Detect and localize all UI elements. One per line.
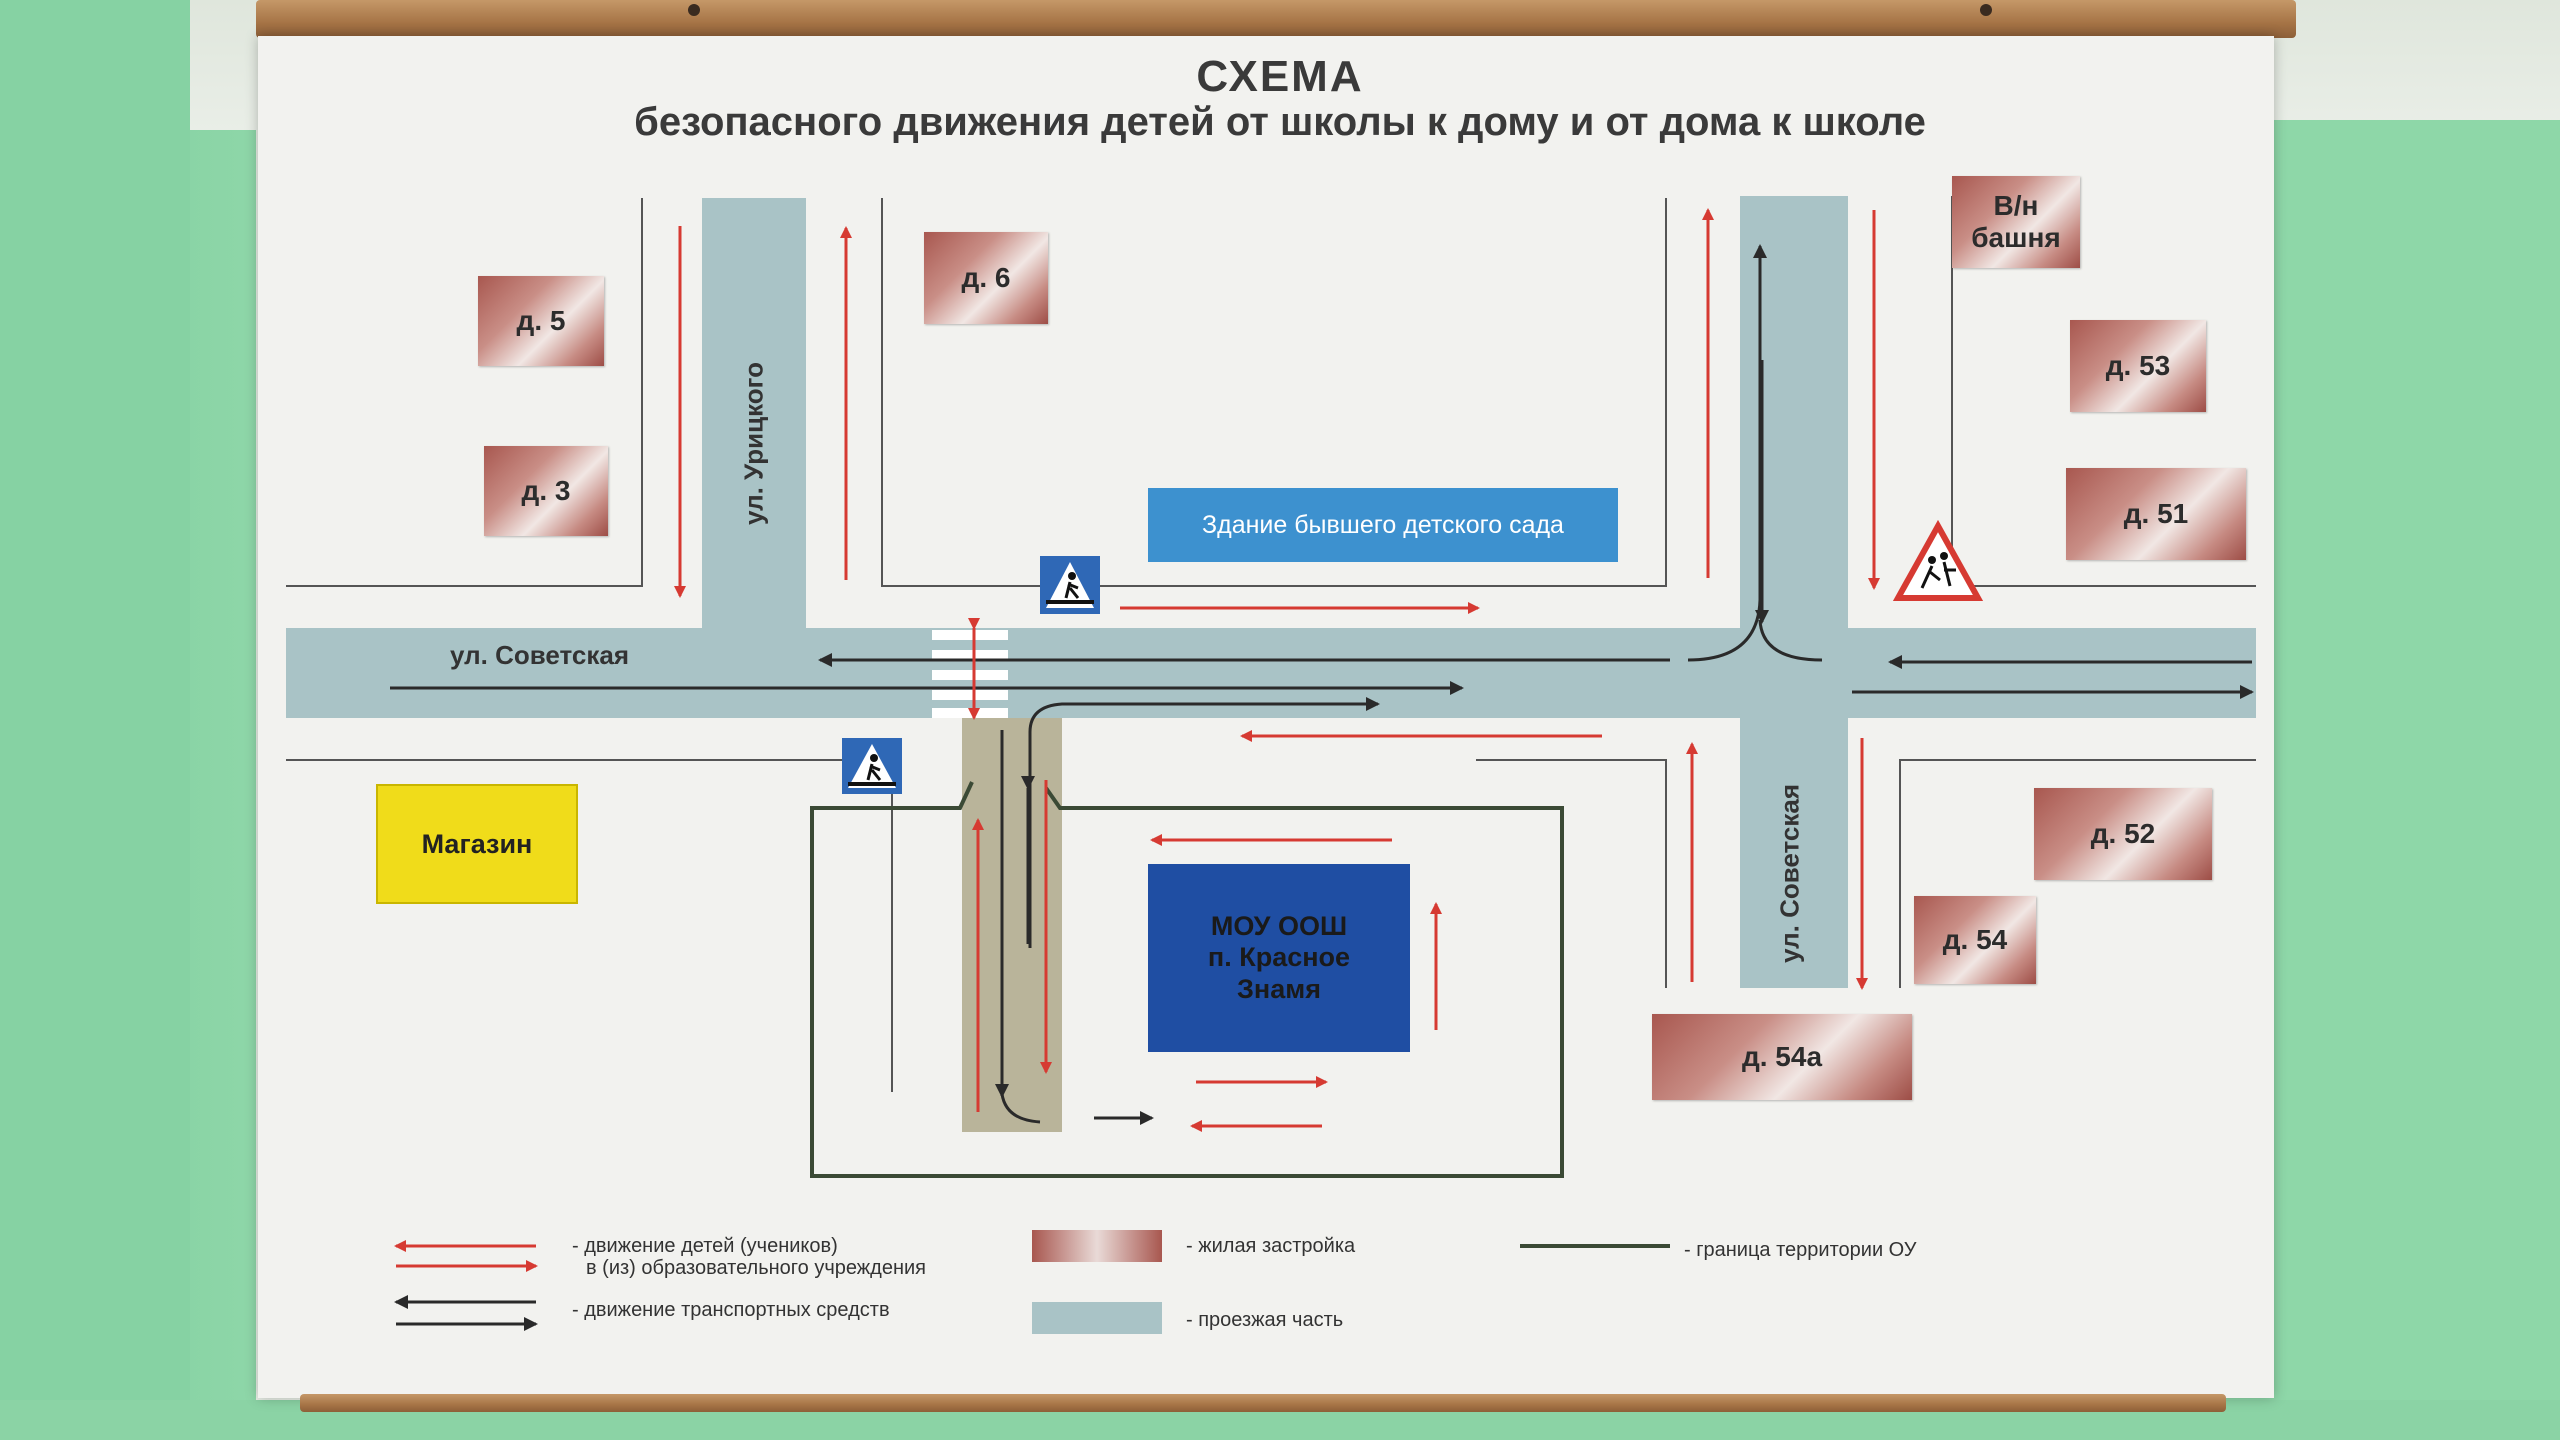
- building-label: Магазин: [421, 828, 533, 859]
- legend-housing-swatch: [1032, 1230, 1162, 1262]
- street-label-uritskogo: ул. Урицкого: [738, 361, 769, 526]
- former-kindergarten-building: Здание бывшего детского сада: [1148, 488, 1618, 562]
- pedestrian-crossing-sign-icon: [842, 738, 902, 794]
- children-warning-sign-icon: [1892, 519, 1984, 601]
- legend-roadway-swatch: [1032, 1302, 1162, 1334]
- street-label-sovetskaya: ул. Советская: [450, 640, 629, 670]
- house-d54: д. 54: [1914, 896, 2036, 984]
- road-uritskogo: [702, 198, 806, 628]
- road-sovetskaya-vertical: [1740, 196, 1848, 988]
- legend-transport-swatch: [394, 1295, 538, 1331]
- roadway: [286, 196, 2256, 988]
- top-rod: [256, 0, 2296, 38]
- wall-green-right: [2270, 120, 2560, 1440]
- legend-transport-label: - движение транспортных средств: [572, 1299, 890, 1321]
- school-building: МОУ ООШ п. Красное Знамя: [1148, 864, 1410, 1052]
- house-label: В/н: [1993, 189, 2039, 221]
- wall-green-left: [0, 0, 190, 1440]
- street-label-sovetskaya-vertical: ул. Советская: [1774, 784, 1805, 963]
- building-label: Знамя: [1237, 973, 1321, 1004]
- house-water-tower: В/н башня: [1952, 176, 2080, 268]
- screw: [688, 4, 700, 16]
- building-label: Здание бывшего детского сада: [1202, 510, 1564, 539]
- house-d54a: д. 54а: [1652, 1014, 1912, 1100]
- diagram-subtitle: безопасного движения детей от школы к до…: [634, 100, 1926, 144]
- house-d5: д. 5: [478, 276, 604, 366]
- bottom-rod: [300, 1394, 2226, 1412]
- building-label: п. Красное: [1207, 942, 1351, 973]
- curbs: [286, 196, 2256, 1092]
- house-d6: д. 6: [924, 232, 1048, 324]
- legend-roadway-label: - проезжая часть: [1186, 1309, 1344, 1331]
- house-d52: д. 52: [2034, 788, 2212, 880]
- screw: [1980, 4, 1992, 16]
- legend-children-swatch: [394, 1240, 538, 1272]
- house-d3: д. 3: [484, 446, 608, 536]
- diagram-title: СХЕМА: [1196, 52, 1364, 101]
- house-label: башня: [1971, 222, 2061, 253]
- building-label: МОУ ООШ: [1210, 911, 1348, 942]
- house-d53: д. 53: [2070, 320, 2206, 412]
- legend-children-label: - движение детей (учеников): [572, 1235, 838, 1257]
- children-arrows: [674, 208, 1880, 1132]
- legend-housing-label: - жилая застройка: [1186, 1235, 1356, 1257]
- house-d51: д. 51: [2066, 468, 2246, 560]
- shop-building: Магазин: [376, 784, 578, 904]
- transport-arrows: [390, 244, 2254, 1125]
- school-boundary: [810, 781, 1564, 1178]
- legend-children-label-2: в (из) образовательного учреждения: [586, 1257, 926, 1279]
- legend-boundary-label: - граница территории ОУ: [1684, 1239, 1917, 1261]
- pedestrian-crossing-sign-icon: [1040, 556, 1100, 614]
